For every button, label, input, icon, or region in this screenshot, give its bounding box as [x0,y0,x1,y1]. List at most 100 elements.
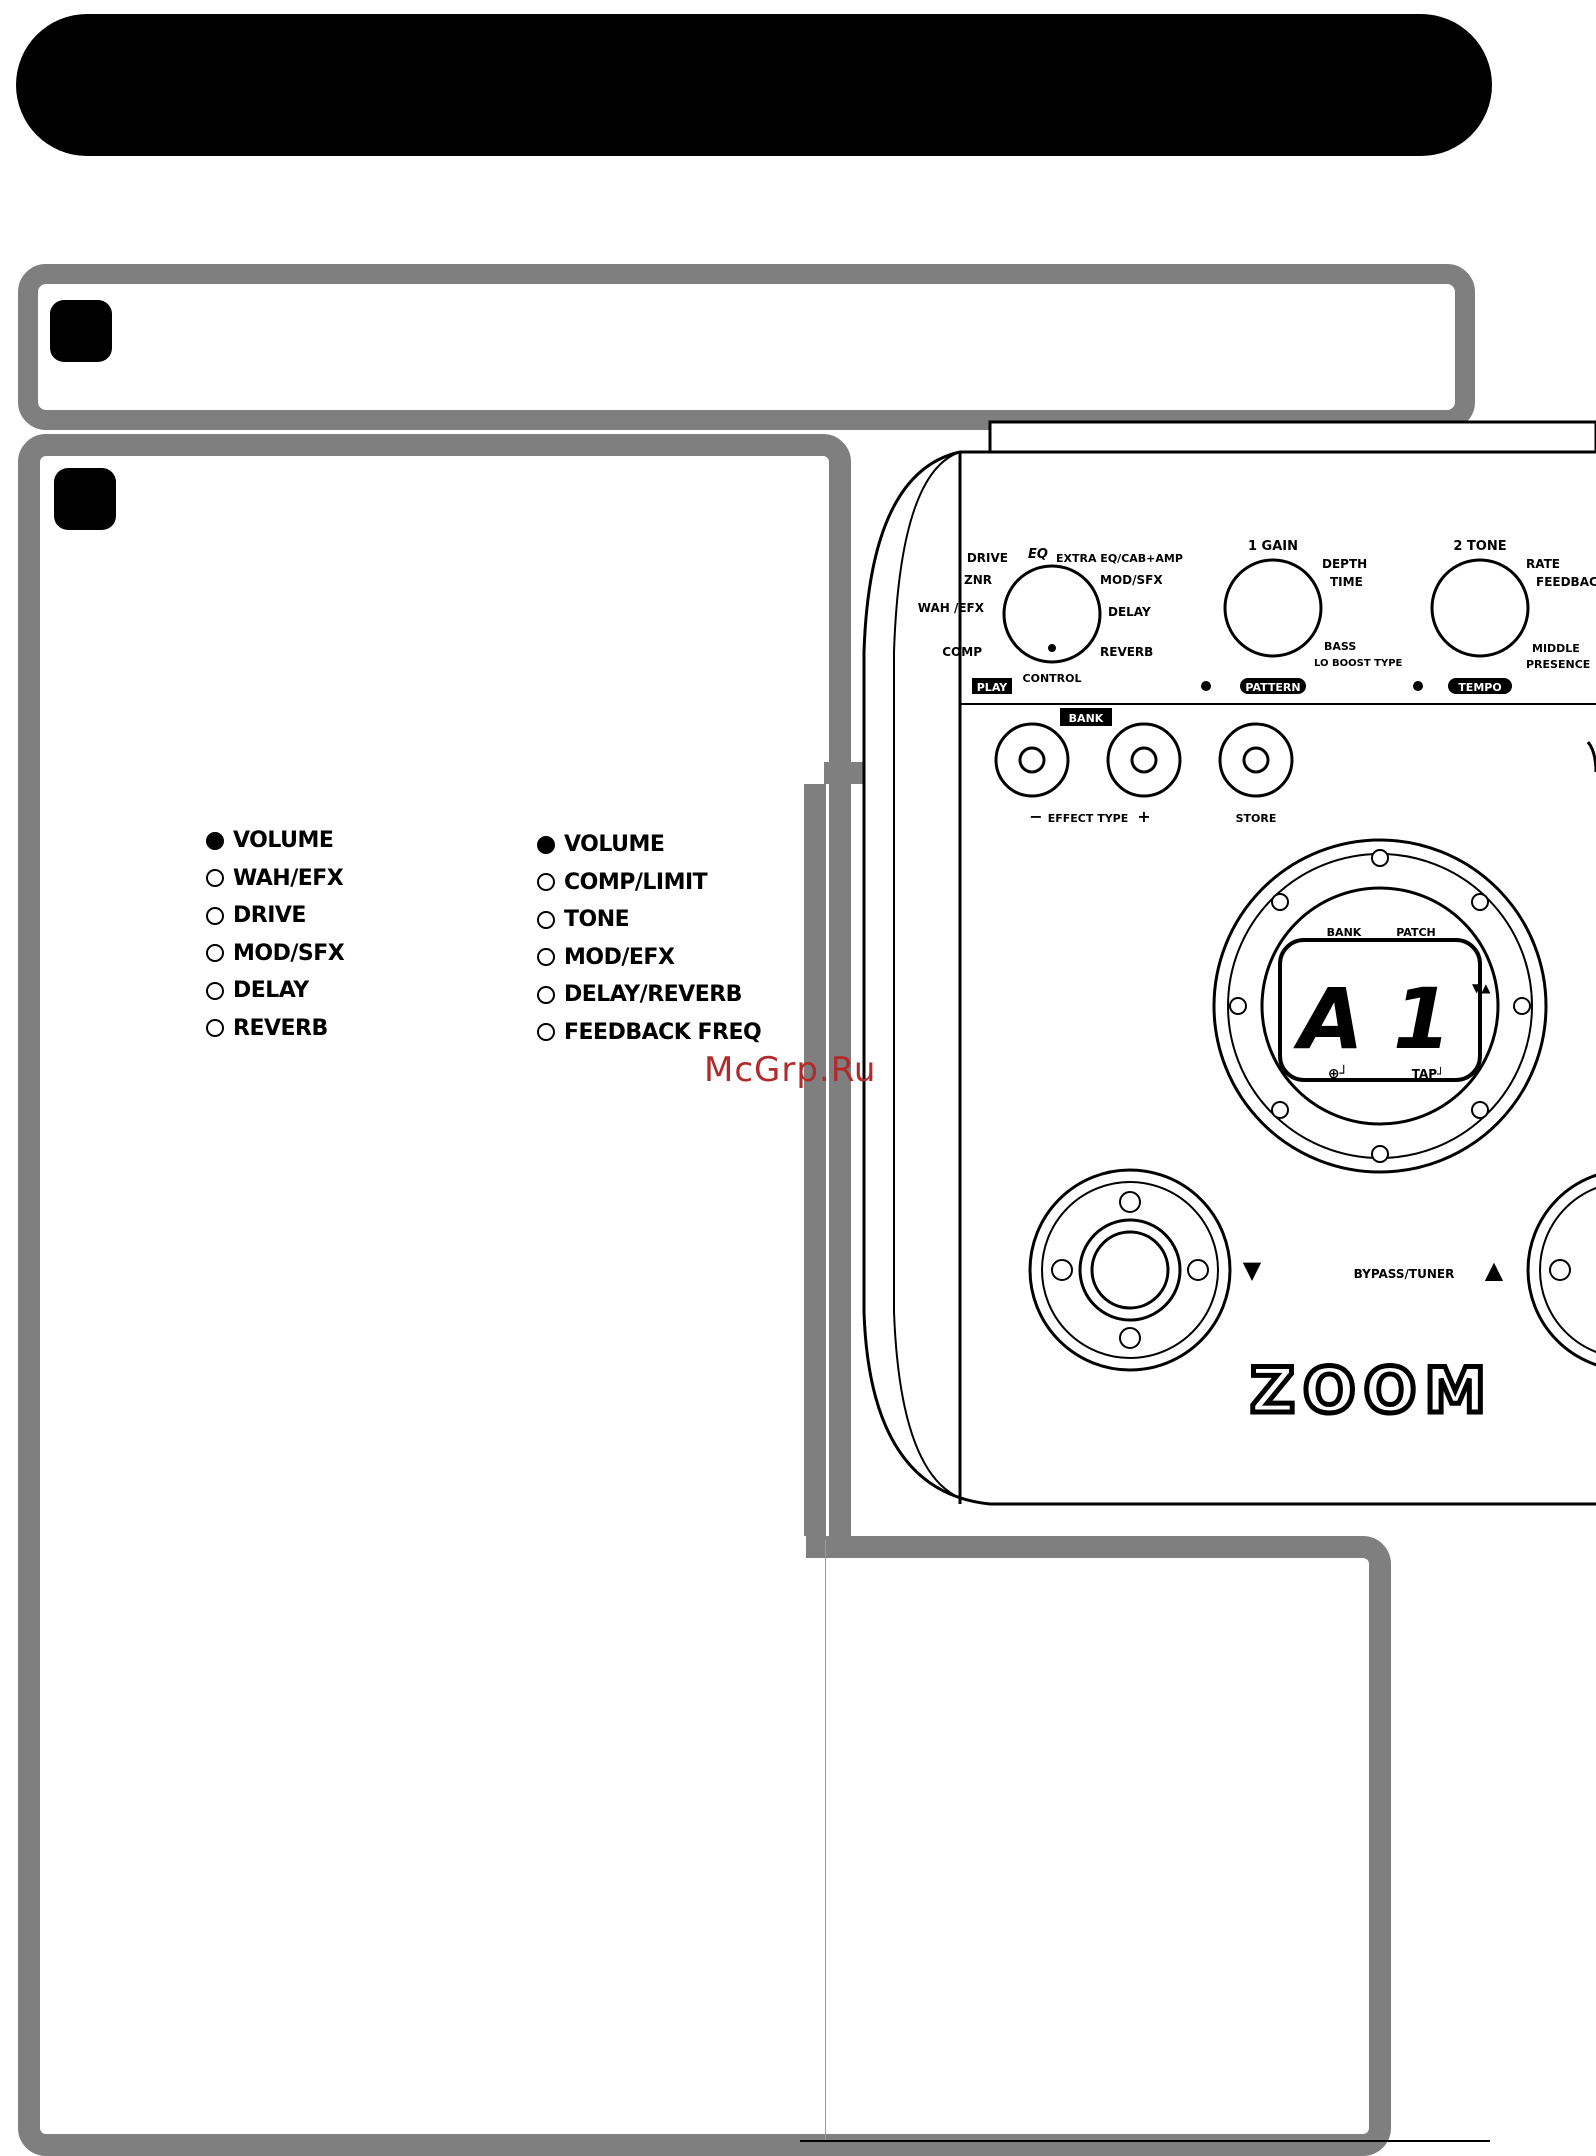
module-label-control: CONTROL [1023,672,1082,685]
display-bank-label: BANK [1327,926,1362,939]
plus-label: + [1137,807,1150,826]
step-2-badge [54,468,116,530]
list-item: VOLUME [206,822,344,860]
screw-icon [1119,1327,1141,1349]
unselected-dot-icon [537,910,555,929]
unselected-dot-icon [206,1019,224,1038]
effect-list-right: VOLUME COMP/LIMIT TONE MOD/EFX DELAY/REV… [537,826,762,1052]
list-item: FEEDBACK FREQ [537,1014,762,1052]
screw-icon [1271,1101,1289,1119]
effect-type-label: EFFECT TYPE [1048,812,1129,825]
list-item: TONE [537,901,761,939]
list-item: REVERB [206,1010,344,1048]
bypass-tuner-label: BYPASS/TUNER [1354,1267,1455,1281]
list-item: MOD/SFX [206,935,345,973]
screw-icon [1471,1101,1489,1119]
list-item: COMP/LIMIT [537,864,761,902]
selected-dot-icon [537,835,555,854]
knob1-label-lo-boost: LO BOOST TYPE [1314,658,1403,669]
list-item: DELAY/REVERB [537,976,761,1014]
tempo-mode-badge [1448,678,1512,694]
pattern-mode-badge [1240,678,1306,694]
zoom-pedal-illustration: EQ DRIVE EXTRA EQ/CAB+AMP ZNR MOD/SFX WA… [862,420,1596,1506]
screw-icon [1371,1145,1389,1163]
tone-knob-icon[interactable] [1430,558,1530,658]
gain-knob-title: 1 GAIN [1248,539,1298,554]
step-1-panel [18,264,1475,430]
module-knob-icon [1002,564,1102,664]
unselected-dot-icon [206,906,224,925]
knob1-label-time: TIME [1330,575,1363,589]
effect-list-left: VOLUME WAH/EFX DRIVE MOD/SFX DELAY REVER… [206,822,345,1048]
bank-badge [1060,708,1112,726]
knob-pointer-icon [1048,644,1056,652]
minus-label: − [1029,807,1042,826]
knob1-label-bass: BASS [1324,640,1356,653]
screw-icon [1513,997,1531,1015]
module-label-mod: MOD/SFX [1100,573,1163,587]
connector-bar-vertical [804,784,826,1536]
footer-rule [800,2140,1490,2142]
watermark-text: McGrp.Ru [704,1050,877,1090]
down-arrow-icon: ▼ [1243,1256,1262,1284]
play-mode-label: PLAY [977,681,1009,694]
list-item: DRIVE [206,897,344,935]
zoom-logo: ZOOM [1250,1354,1494,1427]
unselected-dot-icon [206,981,224,1000]
step-2-panel [18,434,851,2156]
bank-label: BANK [1069,712,1104,725]
display-enter-label: TAP┘ [1412,1066,1445,1081]
screw-icon [1549,1259,1571,1281]
unselected-dot-icon [537,985,555,1004]
display-patch-label: PATCH [1396,926,1436,939]
list-item: MOD/EFX [537,939,761,977]
up-arrow-icon: ▲ [1485,1256,1504,1284]
display-tap-label: ⊕┘ [1328,1065,1348,1082]
list-item: DELAY [206,972,344,1010]
knob2-label-middle: MIDDLE [1532,642,1580,655]
tempo-mode-label: TEMPO [1458,681,1501,694]
led-icon [1201,681,1211,691]
module-label-delay: DELAY [1108,605,1151,619]
device-body-inner [893,451,961,1499]
screw-icon [1271,893,1289,911]
section-title-bar [16,14,1492,156]
screw-icon [1051,1259,1073,1281]
list-item: VOLUME [537,826,761,864]
selected-dot-icon [206,831,224,850]
panel-divider [825,1540,826,2140]
knob1-label-depth: DEPTH [1322,557,1367,571]
unselected-dot-icon [206,869,224,888]
unselected-dot-icon [537,873,555,892]
button-cap-icon [1130,746,1158,774]
screw-icon [1371,849,1389,867]
knob2-label-rate: RATE [1526,557,1560,571]
pattern-mode-label: PATTERN [1245,681,1300,694]
display-readout: A 1 [1293,970,1452,1068]
button-cap-icon [1242,746,1270,774]
tone-knob-title: 2 TONE [1453,539,1506,554]
module-label-wah: WAH /EFX [918,601,985,615]
screw-icon [1119,1191,1141,1213]
lcd-display [1278,938,1482,1082]
play-mode-badge [972,678,1012,694]
button-cap-icon [1018,746,1046,774]
knob2-label-feedback: FEEDBACK [1536,575,1596,589]
unselected-dot-icon [537,948,555,967]
step-3-panel [806,1536,1391,2156]
screw-icon [1229,997,1247,1015]
module-eq-label: EQ [1028,547,1048,562]
unselected-dot-icon [206,944,224,963]
gain-knob-icon[interactable] [1223,558,1323,658]
list-item: WAH/EFX [206,860,344,898]
screw-icon [1187,1259,1209,1281]
knob2-label-presence: PRESENCE [1526,658,1590,671]
module-label-drive: DRIVE [967,551,1008,565]
store-label: STORE [1236,812,1277,825]
module-label-znr: ZNR [964,573,992,587]
display-tuner-arrows: ▼▲ [1472,981,1491,995]
module-label-comp: COMP [942,645,982,659]
module-label-reverb: REVERB [1100,645,1153,659]
module-label-extra: EXTRA EQ/CAB+AMP [1056,552,1183,565]
led-icon [1413,681,1423,691]
